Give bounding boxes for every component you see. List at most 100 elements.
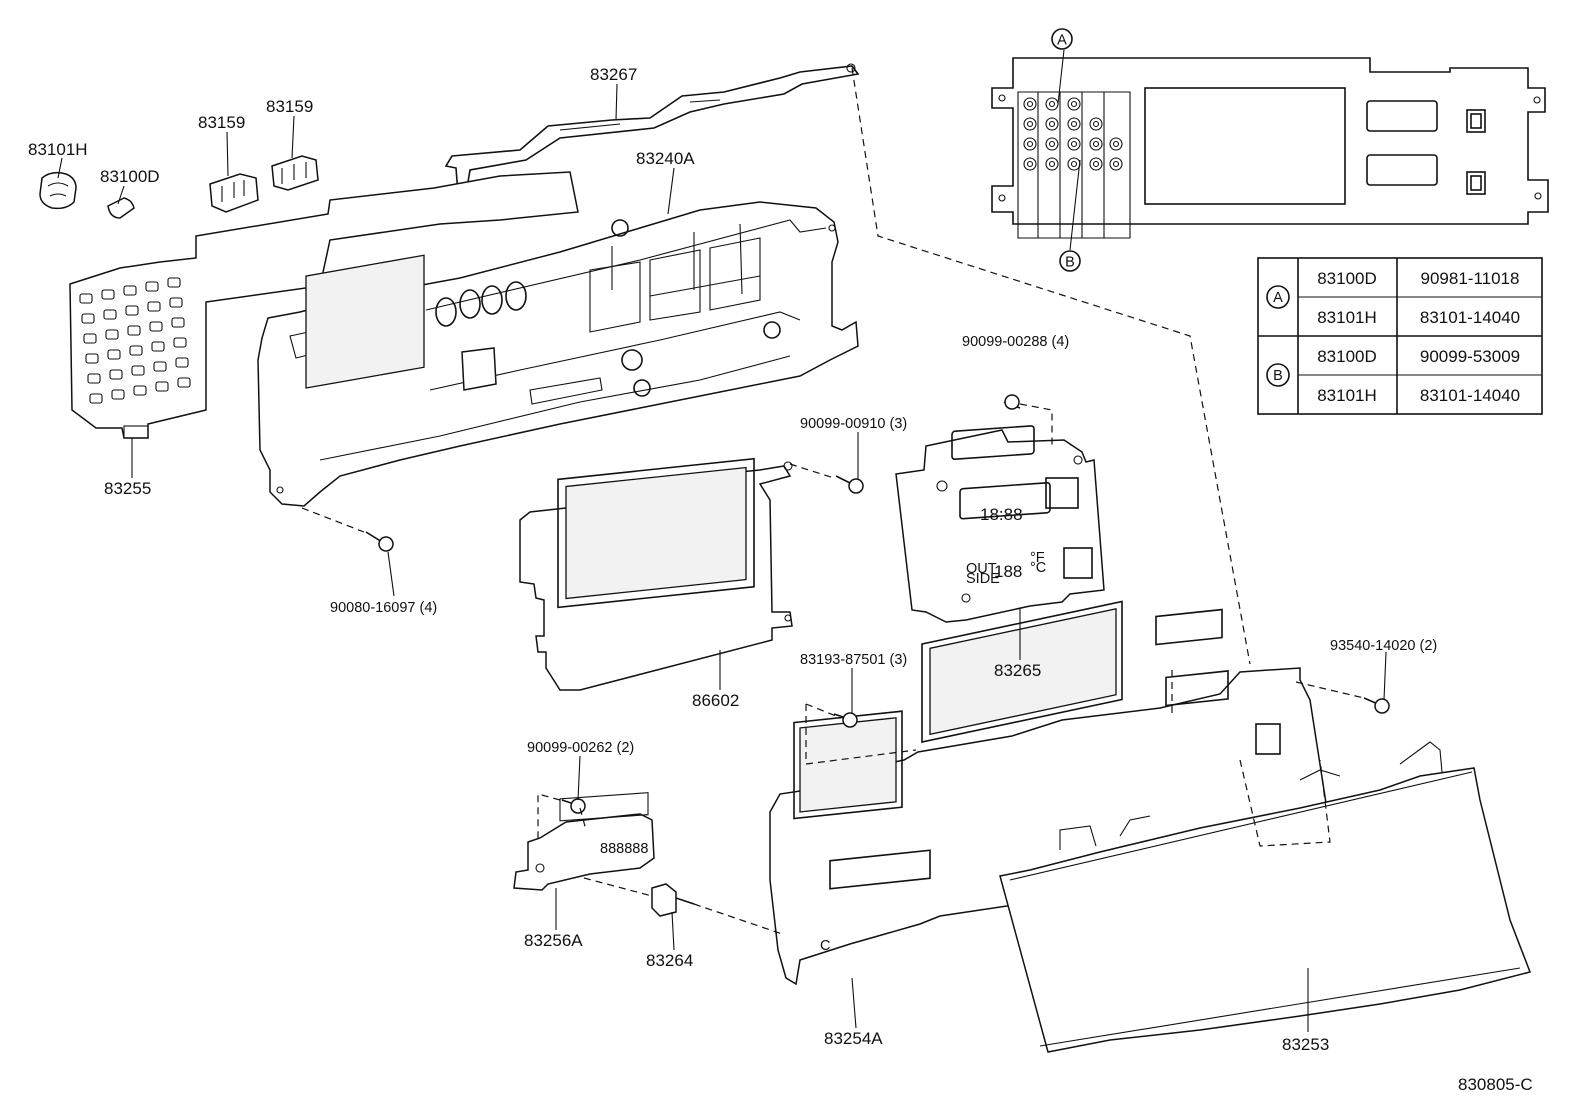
odo-module-83256a: 888888 <box>513 792 655 891</box>
table-cell-part: 83101H <box>1317 386 1377 405</box>
connector-83159b-icon <box>271 155 319 191</box>
bulb-83100d-icon <box>107 197 135 219</box>
bulb-socket-icon <box>1023 97 1037 111</box>
board-contact-pad <box>107 349 121 360</box>
bulb-socket-icon <box>1067 157 1081 171</box>
board-contact-pad <box>151 341 165 352</box>
label-93540-14020: 93540-14020 (2) <box>1330 638 1437 654</box>
label-83193-87501: 83193-87501 (3) <box>800 652 907 668</box>
label-83101h: 83101H <box>28 140 88 159</box>
table-cell-part: 83100D <box>1317 269 1377 288</box>
bulb-socket-icon <box>1045 157 1059 171</box>
bulb-socket-inner <box>1092 120 1100 128</box>
board-contact-pad <box>79 293 93 304</box>
board-contact-pad <box>155 381 169 392</box>
lcd-odometer: 888888 <box>600 841 648 857</box>
part-labels: 83267 83159 83159 83101H 83100D 83240A 8… <box>28 65 1533 1094</box>
label-83254a: 83254A <box>824 1029 883 1048</box>
bulb-socket-icon <box>1089 157 1103 171</box>
meter-case-83240a <box>257 201 859 507</box>
board-contact-pad <box>147 301 161 312</box>
bulb-socket-icon <box>1089 117 1103 131</box>
leader-lines <box>57 83 1387 1032</box>
label-90099-00262: 90099-00262 (2) <box>527 740 634 756</box>
bulb-socket-inner <box>1092 160 1100 168</box>
board-contact-pad <box>145 281 159 292</box>
board-contact-pad <box>131 365 145 376</box>
label-83240a: 83240A <box>636 149 695 168</box>
bulb-socket-icon <box>1067 97 1081 111</box>
table-group-b: B <box>1273 368 1283 384</box>
bulb-socket-icon <box>1109 137 1123 151</box>
board-contact-pad <box>105 329 119 340</box>
screw-90099-00910-icon <box>835 475 864 494</box>
inset-label-a: A <box>1057 33 1067 49</box>
label-90099-00910: 90099-00910 (3) <box>800 416 907 432</box>
board-contact-pad <box>149 321 163 332</box>
diagram-code: 830805-C <box>1458 1075 1533 1094</box>
board-contact-pad <box>87 373 101 384</box>
bulb-socket-inner <box>1070 120 1078 128</box>
label-83100d: 83100D <box>100 167 160 186</box>
bulb-socket-inner <box>1026 160 1034 168</box>
bulb-socket-inner <box>1048 120 1056 128</box>
table-cell-number: 90099-53009 <box>1420 347 1520 366</box>
lcd-deg-unit: °F°C <box>1030 550 1046 576</box>
panel-letter: C <box>820 938 830 954</box>
bulb-socket-inner <box>1026 100 1034 108</box>
table-cell-number: 83101-14040 <box>1420 308 1520 327</box>
inset-connector-layout: A B <box>991 28 1549 272</box>
bulb-socket-inner <box>1026 120 1034 128</box>
board-contact-pad <box>153 361 167 372</box>
board-contact-pad <box>133 385 147 396</box>
board-contact-pad <box>83 333 97 344</box>
board-contact-pad <box>129 345 143 356</box>
label-86602: 86602 <box>692 691 739 710</box>
bulb-socket-inner <box>1048 100 1056 108</box>
bulb-socket-icon <box>1089 137 1103 151</box>
bulb-socket-icon <box>1067 137 1081 151</box>
table-cell-number: 83101-14040 <box>1420 386 1520 405</box>
table-cell-part: 83100D <box>1317 347 1377 366</box>
bulb-socket-icon <box>1045 97 1059 111</box>
bulb-socket-inner <box>1112 140 1120 148</box>
board-contact-pad <box>173 337 187 348</box>
label-83256a: 83256A <box>524 931 583 950</box>
board-contact-pad <box>101 289 115 300</box>
bulb-socket-inner <box>1092 140 1100 148</box>
bulb-socket-icon <box>1023 137 1037 151</box>
bulb-socket-inner <box>1070 100 1078 108</box>
bulb-83101h-icon <box>39 171 77 210</box>
table-cell-part: 83101H <box>1317 308 1377 327</box>
label-90099-00288: 90099-00288 (4) <box>962 334 1069 350</box>
bulb-socket-inner <box>1070 140 1078 148</box>
bulb-table: A B 83100D 90981-11018 83101H 83101-1404… <box>1257 257 1543 415</box>
screw-93540-icon <box>1363 697 1390 714</box>
board-contact-pad <box>103 309 117 320</box>
bulb-socket-icon <box>1023 157 1037 171</box>
bulb-socket-icon <box>1045 137 1059 151</box>
label-83255: 83255 <box>104 479 151 498</box>
board-contact-pad <box>177 377 191 388</box>
bulb-socket-icon <box>1067 117 1081 131</box>
screw-90099-00288-icon <box>1003 394 1021 410</box>
bulb-socket-icon <box>1023 117 1037 131</box>
inset-label-b: B <box>1065 255 1075 271</box>
label-83267: 83267 <box>590 65 637 84</box>
printed-circuit-83267 <box>444 63 860 195</box>
lcd-clock: 18:88 <box>980 505 1023 524</box>
board-contact-pad <box>175 357 189 368</box>
board-contact-pad <box>109 369 123 380</box>
screw-90080-icon <box>365 531 394 552</box>
screw-90099-00262-icon <box>561 798 586 814</box>
bulb-socket-inner <box>1048 160 1056 168</box>
switch-83264-icon <box>651 883 695 917</box>
board-contact-pad <box>111 389 125 400</box>
label-83265: 83265 <box>994 661 1041 680</box>
board-contact-pad <box>127 325 141 336</box>
label-90080-16097: 90080-16097 (4) <box>330 600 437 616</box>
label-83159-a: 83159 <box>198 113 245 132</box>
label-83264: 83264 <box>646 951 693 970</box>
